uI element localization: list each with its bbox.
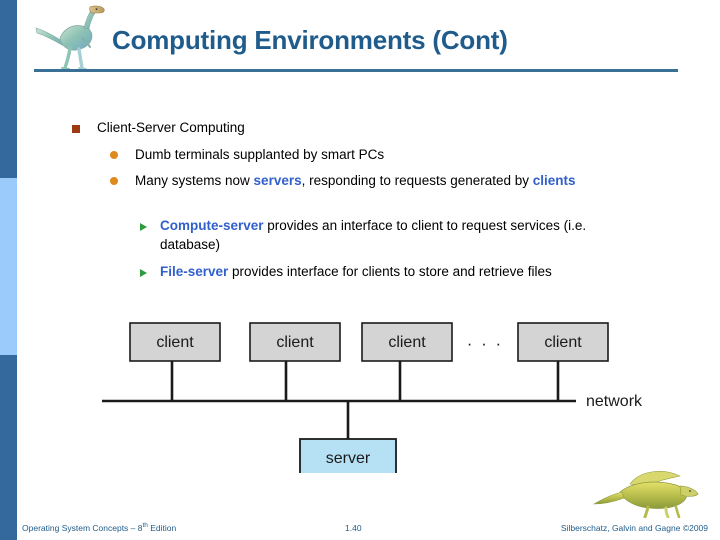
accent-segment-middle (0, 178, 17, 355)
bullet-level1-client-server: Client-Server Computing (72, 120, 245, 135)
square-bullet-icon (72, 125, 80, 133)
bullet-level1-label: Client-Server Computing (97, 120, 245, 135)
bullet-level3-label: Compute-server provides an interface to … (160, 217, 640, 255)
text-body: provides an interface to client to reque… (160, 218, 587, 252)
emphasis-compute-server: Compute-server (160, 218, 264, 233)
svg-text:client: client (156, 334, 194, 351)
spinosaurus-icon (592, 466, 702, 518)
svg-text:client: client (276, 334, 314, 351)
svg-text:server: server (326, 450, 371, 467)
client-box-4: client (517, 322, 609, 362)
text-pre: Many systems now (135, 173, 254, 188)
bullet-level3-file-server: File-server provides interface for clien… (140, 263, 640, 282)
footer-copyright: Silberschatz, Galvin and Gagne ©2009 (560, 523, 708, 533)
bullet-level2-dumb-terminals: Dumb terminals supplanted by smart PCs (110, 146, 650, 165)
text-post: , responding to requests generated by (301, 173, 533, 188)
bullet-level2-many-systems: Many systems now servers, responding to … (110, 172, 650, 191)
footer-book-title: Operating System Concepts – 8th Edition (22, 522, 176, 533)
triangle-bullet-icon (140, 223, 147, 231)
page-title: Computing Environments (Cont) (112, 25, 508, 55)
client-server-diagram: client client client client · · · networ… (100, 313, 660, 473)
svg-text:client: client (544, 334, 582, 351)
emphasis-clients: clients (532, 173, 576, 188)
client-box-2: client (249, 322, 341, 362)
accent-segment-bottom (0, 355, 17, 540)
client-box-3: client (361, 322, 453, 362)
triangle-bullet-icon (140, 269, 147, 277)
emphasis-file-server: File-server (160, 264, 229, 279)
text-body: provides interface for clients to store … (228, 264, 552, 279)
circle-bullet-icon (110, 177, 118, 185)
footer-left-main: Operating System Concepts – 8 (22, 523, 143, 533)
title-divider (34, 69, 678, 72)
network-label: network (586, 393, 643, 410)
bullet-level2-label: Many systems now servers, responding to … (135, 172, 650, 191)
bullet-level3-label: File-server provides interface for clien… (160, 263, 640, 282)
footer-left-tail: Edition (147, 523, 177, 533)
accent-segment-top (0, 0, 17, 178)
left-accent-bar (0, 0, 17, 540)
footer-page-number: 1.40 (345, 523, 362, 533)
bullet-level3-compute-server: Compute-server provides an interface to … (140, 217, 640, 255)
svg-text:client: client (388, 334, 426, 351)
emphasis-servers: servers (253, 173, 302, 188)
ellipsis-label: · · · (467, 334, 503, 353)
circle-bullet-icon (110, 151, 118, 159)
footer-ordinal-suffix: th (142, 522, 148, 530)
server-box: server (299, 438, 397, 473)
bullet-level2-label: Dumb terminals supplanted by smart PCs (135, 147, 385, 162)
dinosaur-icon (32, 2, 112, 74)
client-box-1: client (129, 322, 221, 362)
